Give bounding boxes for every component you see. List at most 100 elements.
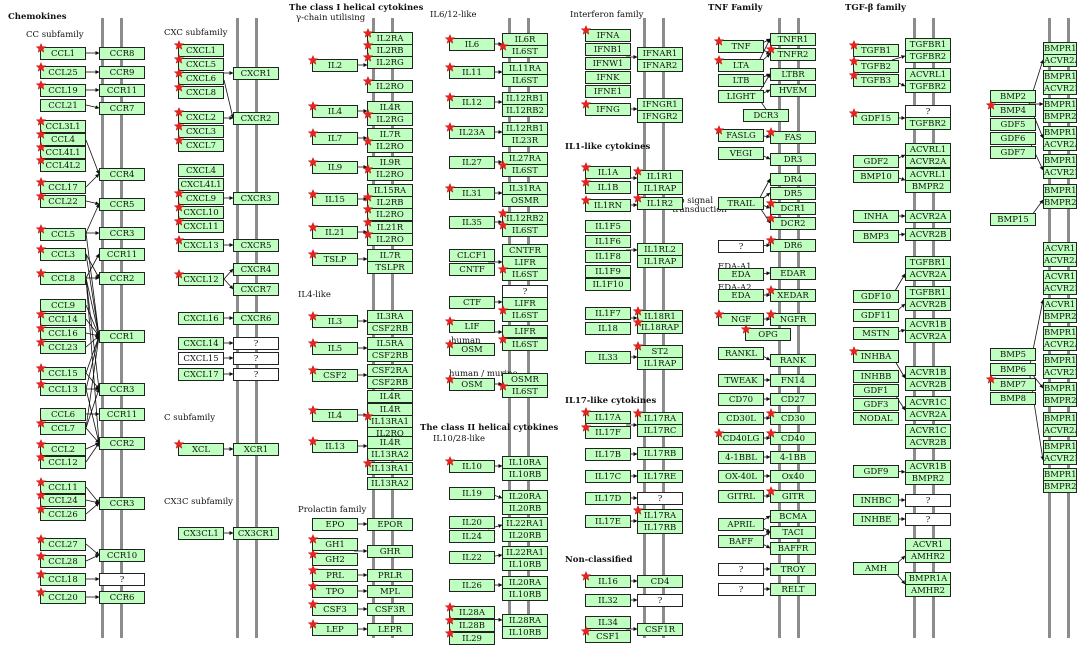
gene-box[interactable]: DR3 <box>770 153 816 166</box>
gene-box[interactable]: IL6ST <box>502 268 548 281</box>
gene-box[interactable]: IL31 <box>449 187 495 200</box>
gene-box[interactable]: IL1RAP <box>637 182 683 195</box>
gene-box[interactable]: CXCL5 <box>178 58 224 71</box>
gene-box[interactable]: IL4R <box>367 390 413 403</box>
gene-box[interactable]: ACVR2A <box>1043 138 1077 151</box>
unknown-receptor-box[interactable]: ? <box>718 240 764 253</box>
gene-box[interactable]: IL7 <box>312 132 358 145</box>
gene-box[interactable]: IL6ST <box>502 309 548 322</box>
gene-box[interactable]: XCL <box>178 443 224 456</box>
gene-box[interactable]: CCR11 <box>99 84 145 97</box>
gene-box[interactable]: CCR11 <box>99 408 145 421</box>
gene-box[interactable]: CCR8 <box>99 47 145 60</box>
gene-box[interactable]: BMPR2 <box>1043 196 1077 209</box>
gene-box[interactable]: 4-1BB <box>770 451 816 464</box>
gene-box[interactable]: CCL14 <box>40 313 86 326</box>
gene-box[interactable]: ACVR2A <box>1043 254 1077 267</box>
gene-box[interactable]: CCL4L1 <box>40 146 86 159</box>
gene-box[interactable]: EDA <box>718 268 764 281</box>
gene-box[interactable]: IL2RG <box>367 56 413 69</box>
gene-box[interactable]: IL5 <box>312 342 358 355</box>
gene-box[interactable]: CCR3 <box>99 497 145 510</box>
gene-box[interactable]: CTF <box>449 296 495 309</box>
gene-box[interactable]: CCL27 <box>40 538 86 551</box>
gene-box[interactable]: BMP3 <box>853 230 899 243</box>
gene-box[interactable]: OSM <box>449 343 495 356</box>
gene-box[interactable]: CXCR5 <box>233 239 279 252</box>
gene-box[interactable]: BMPR2 <box>1043 480 1077 493</box>
unknown-receptor-box[interactable]: ? <box>233 337 279 350</box>
gene-box[interactable]: CXCL2 <box>178 111 224 124</box>
gene-box[interactable]: RELT <box>770 583 816 596</box>
gene-box[interactable]: IL6ST <box>502 385 548 398</box>
gene-box[interactable]: LEP <box>312 623 358 636</box>
unknown-receptor-box[interactable]: ? <box>233 368 279 381</box>
gene-box[interactable]: CCL24 <box>40 494 86 507</box>
gene-box[interactable]: IFNAR2 <box>637 59 683 72</box>
gene-box[interactable]: IL1A <box>585 166 631 179</box>
gene-box[interactable]: BMP4 <box>990 104 1036 117</box>
gene-box[interactable]: BMPR2 <box>1043 110 1077 123</box>
gene-box[interactable]: IL17RB <box>637 447 683 460</box>
gene-box[interactable]: IL17C <box>585 470 631 483</box>
gene-box[interactable]: IL27 <box>449 156 495 169</box>
gene-box[interactable]: CCR2 <box>99 272 145 285</box>
gene-box[interactable]: CXCL8 <box>178 86 224 99</box>
gene-box[interactable]: TSLPR <box>367 261 413 274</box>
gene-box[interactable]: BMPR2 <box>1043 310 1077 323</box>
gene-box[interactable]: CD27 <box>770 393 816 406</box>
gene-box[interactable]: MSTN <box>853 327 899 340</box>
gene-box[interactable]: IL17D <box>585 492 631 505</box>
gene-box[interactable]: CCL8 <box>40 272 86 285</box>
gene-box[interactable]: ACVR2A <box>905 268 951 281</box>
gene-box[interactable]: EPOR <box>367 518 413 531</box>
gene-box[interactable]: IL4 <box>312 105 358 118</box>
gene-box[interactable]: IL2 <box>312 59 358 72</box>
gene-box[interactable]: GDF11 <box>853 309 899 322</box>
gene-box[interactable]: BMPR2 <box>905 180 951 193</box>
gene-box[interactable]: IL13 <box>312 440 358 453</box>
gene-box[interactable]: IL17RE <box>637 470 683 483</box>
gene-box[interactable]: ACVR2B <box>1043 82 1077 95</box>
gene-box[interactable]: CNTF <box>449 263 495 276</box>
gene-box[interactable]: NGF <box>718 313 764 326</box>
gene-box[interactable]: IL22 <box>449 551 495 564</box>
gene-box[interactable]: IFNGR2 <box>637 110 683 123</box>
gene-box[interactable]: CCR11 <box>99 248 145 261</box>
gene-box[interactable]: IL10 <box>449 460 495 473</box>
gene-box[interactable]: ACVR2B <box>1043 452 1077 465</box>
gene-box[interactable]: IFNE1 <box>585 85 631 98</box>
gene-box[interactable]: IL28B <box>449 619 495 632</box>
gene-box[interactable]: CCL28 <box>40 555 86 568</box>
gene-box[interactable]: CCR4 <box>99 168 145 181</box>
gene-box[interactable]: LTA <box>718 59 764 72</box>
gene-box[interactable]: TRAIL <box>718 197 764 210</box>
gene-box[interactable]: CXCR3 <box>233 192 279 205</box>
gene-box[interactable]: INHA <box>853 210 899 223</box>
gene-box[interactable]: CCL11 <box>40 481 86 494</box>
unknown-receptor-box[interactable]: ? <box>905 494 951 507</box>
gene-box[interactable]: LEPR <box>367 623 413 636</box>
gene-box[interactable]: CXCL3 <box>178 125 224 138</box>
gene-box[interactable]: IL1F8 <box>585 250 631 263</box>
gene-box[interactable]: IL16 <box>585 575 631 588</box>
gene-box[interactable]: CXCL1 <box>178 44 224 57</box>
gene-box[interactable]: GDF5 <box>990 118 1036 131</box>
gene-box[interactable]: IL21 <box>312 226 358 239</box>
gene-box[interactable]: CCL6 <box>40 408 86 421</box>
gene-box[interactable]: CX3CR1 <box>233 527 279 540</box>
gene-box[interactable]: GDF10 <box>853 290 899 303</box>
gene-box[interactable]: IL10RB <box>502 558 548 571</box>
gene-box[interactable]: CSF2RB <box>367 349 413 362</box>
gene-box[interactable]: ACVR2B <box>905 228 951 241</box>
gene-box[interactable]: CCR5 <box>99 198 145 211</box>
gene-box[interactable]: CCL23 <box>40 341 86 354</box>
gene-box[interactable]: ACVR2B <box>905 378 951 391</box>
gene-box[interactable]: DCR2 <box>770 217 816 230</box>
gene-box[interactable]: IL2RO <box>367 140 413 153</box>
gene-box[interactable]: CD30 <box>770 412 816 425</box>
gene-box[interactable]: OPG <box>745 328 791 341</box>
gene-box[interactable]: IL33 <box>585 351 631 364</box>
gene-box[interactable]: TNFR2 <box>770 48 816 61</box>
